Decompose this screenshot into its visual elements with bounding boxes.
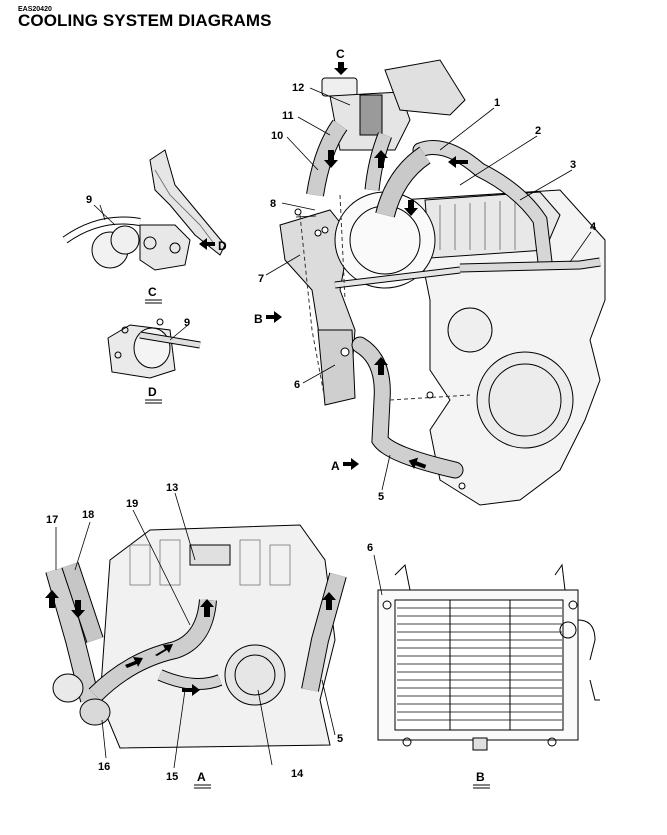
callout-6-top: 6	[294, 379, 300, 391]
callout-12: 12	[292, 82, 304, 94]
callout-4: 4	[590, 221, 597, 233]
callout-17: 17	[46, 514, 58, 526]
detail-c-drawing	[62, 149, 226, 271]
pointer-b-letter: B	[254, 312, 263, 326]
callout-5-top: 5	[378, 491, 384, 503]
callout-2: 2	[535, 125, 541, 137]
page-title: COOLING SYSTEM DIAGRAMS	[18, 11, 272, 30]
view-pointers: C D B A	[199, 47, 359, 473]
pointer-c-letter: C	[336, 47, 345, 61]
pointer-b-arrow-icon	[266, 311, 282, 323]
pointer-d-letter: D	[218, 239, 227, 253]
callout-19: 19	[126, 498, 138, 510]
view-caption-d: D	[148, 385, 157, 399]
callout-6-b: 6	[367, 542, 373, 554]
callout-14: 14	[291, 768, 304, 780]
view-b-radiator	[377, 563, 600, 751]
callout-8: 8	[270, 198, 276, 210]
callout-16: 16	[98, 761, 110, 773]
callout-15: 15	[166, 771, 178, 783]
callout-3: 3	[570, 159, 576, 171]
view-caption-b: B	[476, 770, 485, 784]
callout-13: 13	[166, 482, 178, 494]
callout-5-a: 5	[337, 733, 343, 745]
callout-9-c: 9	[86, 194, 92, 206]
callout-1: 1	[494, 97, 500, 109]
pointer-d-arrow-icon	[199, 238, 215, 250]
callout-11: 11	[282, 110, 294, 122]
leader-lines	[55, 87, 592, 769]
callout-10: 10	[271, 130, 283, 142]
view-caption-c: C	[148, 285, 157, 299]
callout-labels: 1 2 3 4 5 6 7 8 9 10 11 12 9 13 14 15 16…	[46, 82, 597, 783]
view-a-drawing	[45, 524, 347, 749]
callout-7: 7	[258, 273, 264, 285]
view-caption-a: A	[197, 770, 206, 784]
document-code: EAS20420	[18, 6, 52, 13]
callout-18: 18	[82, 509, 94, 521]
callout-9-d: 9	[184, 317, 190, 329]
view-captions: C D A B	[145, 285, 490, 789]
pointer-a-letter: A	[331, 459, 340, 473]
pointer-c-arrow-icon	[334, 62, 348, 75]
pointer-a-arrow-icon	[343, 458, 359, 470]
engine-assembly-top	[279, 59, 606, 506]
